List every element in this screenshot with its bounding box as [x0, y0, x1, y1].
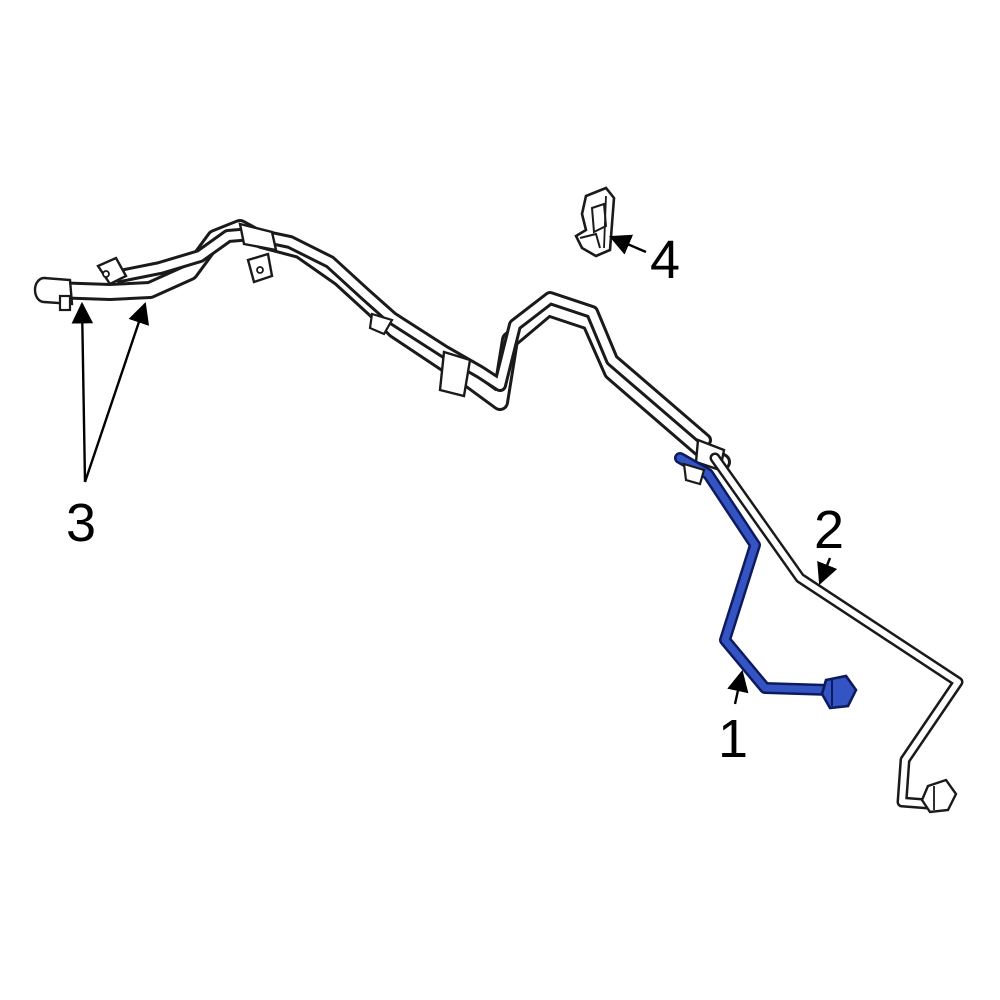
leader-lines [71, 234, 838, 705]
hose-assembly-part-3 [33, 219, 731, 472]
callout-part-3: 3 [66, 493, 96, 553]
tube-part-1-highlighted [674, 452, 858, 710]
leader-arrow-part-2 [817, 557, 838, 586]
leader-arrow-part-4 [609, 234, 647, 255]
tube-part-1-clip [682, 462, 706, 486]
clip-part-4 [574, 186, 616, 258]
callout-part-4: 4 [650, 230, 680, 290]
tube-nut-fitting [920, 778, 958, 814]
callout-part-1: 1 [718, 709, 748, 769]
leader-arrow-part-3a [71, 301, 94, 483]
leader-arrow-part-1 [727, 669, 749, 705]
hose-end-fitting [33, 276, 74, 312]
leader-arrow-part-3b [83, 301, 150, 483]
hose-mount-bracket-left [96, 256, 128, 286]
callout-part-2: 2 [814, 500, 844, 560]
tube-part-2 [709, 452, 964, 814]
hose-clamp-middle [368, 312, 472, 398]
hose-mount-bracket-right [238, 222, 278, 284]
tube-part-1-nut [820, 674, 858, 710]
hose-tube-upper [113, 227, 712, 447]
